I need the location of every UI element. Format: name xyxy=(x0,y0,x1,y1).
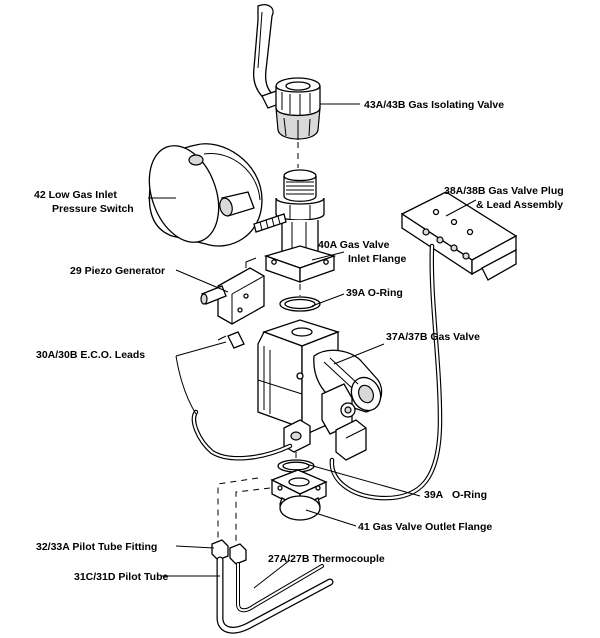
piezo-generator xyxy=(200,257,265,325)
label-pressure-switch-line1: 42 Low Gas Inlet xyxy=(34,189,117,201)
o-ring-top xyxy=(279,296,321,312)
label-isolating-valve: 43A/43B Gas Isolating Valve xyxy=(364,99,504,111)
label-piezo: 29 Piezo Generator xyxy=(70,265,165,277)
label-pressure-switch-line2: Pressure Switch xyxy=(52,203,134,215)
pilot-tube-fitting xyxy=(211,539,247,565)
label-valve-plug-line1: 38A/38B Gas Valve Plug xyxy=(444,185,564,197)
gas-isolating-valve xyxy=(252,4,321,140)
gas-valve-body xyxy=(257,319,383,461)
label-o-ring-bottom-line1: 39A xyxy=(424,489,444,501)
low-gas-pressure-switch xyxy=(148,143,287,247)
label-outlet-flange: 41 Gas Valve Outlet Flange xyxy=(358,521,492,533)
label-o-ring-top: 39A O-Ring xyxy=(346,287,403,299)
leader-lines xyxy=(148,103,477,589)
eco-leads xyxy=(191,331,293,461)
o-ring-bottom xyxy=(277,459,315,473)
label-pilot-fitting: 32/33A Pilot Tube Fitting xyxy=(36,541,157,553)
gas-valve-outlet-flange xyxy=(270,469,328,521)
thermocouple xyxy=(236,562,324,613)
label-valve-plug-line2: & Lead Assembly xyxy=(476,199,563,211)
label-gas-valve: 37A/37B Gas Valve xyxy=(386,331,480,343)
pilot-tube xyxy=(216,556,334,634)
label-inlet-flange-line1: 40A Gas Valve xyxy=(318,239,390,251)
label-thermocouple: 27A/27B Thermocouple xyxy=(268,553,385,565)
gas-valve-plug-lead-assembly xyxy=(329,191,518,501)
label-pilot-tube: 31C/31D Pilot Tube xyxy=(74,571,168,583)
label-eco-leads: 30A/30B E.C.O. Leads xyxy=(36,349,145,361)
gas-valve-inlet-flange xyxy=(263,169,337,283)
label-o-ring-bottom-line2: O-Ring xyxy=(452,489,487,501)
label-inlet-flange-line2: Inlet Flange xyxy=(348,253,407,265)
